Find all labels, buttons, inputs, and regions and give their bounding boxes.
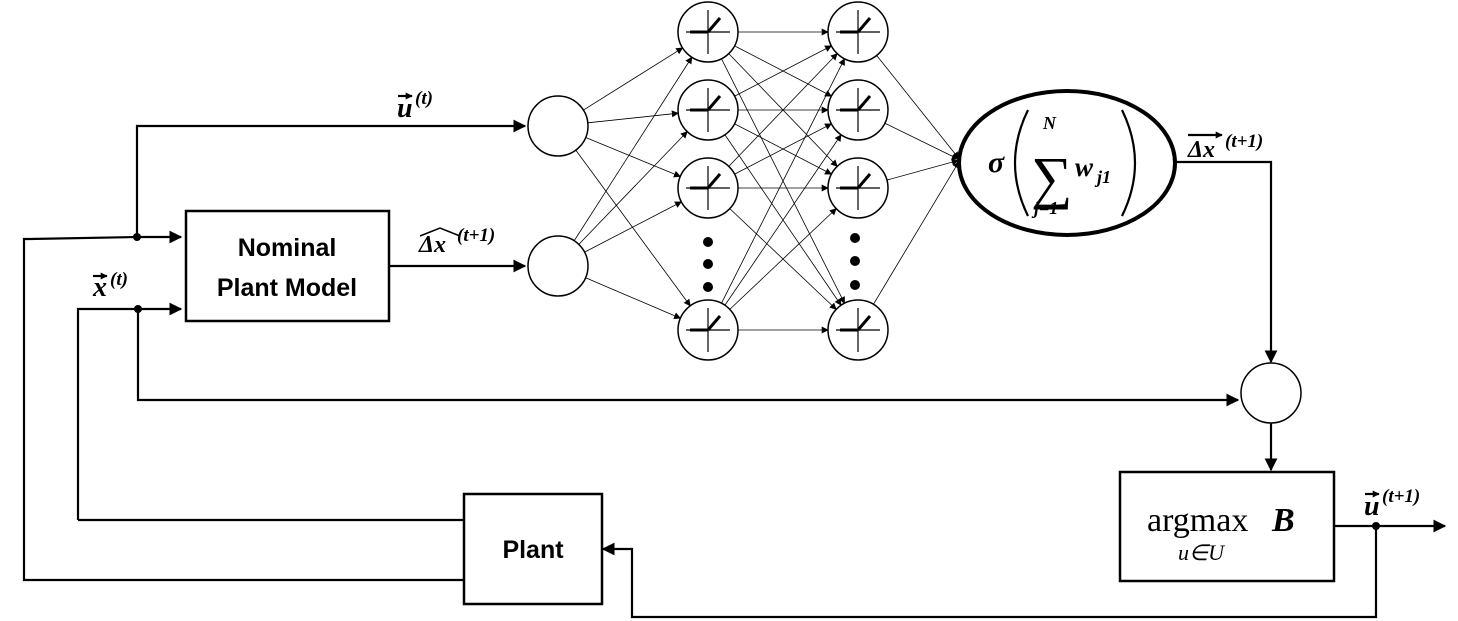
plant-label: Plant bbox=[502, 536, 564, 564]
edge-h22-out bbox=[886, 158, 959, 181]
edge-in0-h11 bbox=[587, 110, 679, 124]
relu-icon bbox=[686, 166, 730, 210]
left-paren bbox=[1014, 109, 1029, 217]
network-connections bbox=[573, 28, 960, 334]
x-t-superscript: (t) bbox=[110, 269, 128, 290]
edge-h21-out bbox=[884, 122, 959, 160]
relu-icon bbox=[836, 88, 880, 132]
u-t1-superscript: (t+1) bbox=[1382, 486, 1420, 507]
label-dx-vec: Δx (t+1) bbox=[1187, 131, 1263, 163]
sum-lower-limit: j=1 bbox=[1031, 198, 1058, 218]
nominal-label-line1: Nominal bbox=[238, 234, 337, 262]
x-t-symbol: x bbox=[92, 272, 107, 303]
edge-in1-h13 bbox=[585, 277, 682, 319]
relu-icon bbox=[686, 88, 730, 132]
relu-icon bbox=[836, 308, 880, 352]
argmax-b-symbol: B bbox=[1271, 502, 1295, 539]
state-feed-line bbox=[29, 235, 138, 241]
layer1-ellipsis bbox=[703, 237, 713, 292]
edge-h13-h21 bbox=[724, 134, 842, 306]
sum-symbol: ∑ bbox=[1031, 145, 1072, 210]
input-node-1 bbox=[527, 95, 589, 157]
argmax-label: argmax bbox=[1147, 502, 1248, 539]
relu-icon bbox=[836, 166, 880, 210]
junction-dot-1 bbox=[133, 233, 141, 241]
edge-h20-out bbox=[876, 55, 960, 159]
dx-vec-symbol: Δx bbox=[1187, 137, 1215, 163]
edge-h11-h20 bbox=[734, 45, 833, 97]
wiring bbox=[22, 119, 1447, 619]
u-t-line bbox=[135, 119, 527, 237]
sum-upper-limit: N bbox=[1042, 113, 1057, 133]
argmax-block: argmax B u∈U bbox=[1118, 470, 1336, 583]
u-t-superscript: (t) bbox=[415, 88, 433, 109]
right-paren bbox=[1121, 109, 1136, 217]
label-x-t: x (t) bbox=[92, 269, 128, 303]
x-t-line bbox=[76, 302, 183, 520]
dx-hat-symbol: Δx bbox=[418, 232, 446, 258]
weight-subscript: j1 bbox=[1094, 167, 1111, 187]
argmax-subscript: u∈U bbox=[1178, 540, 1226, 565]
nominal-plant-model-block: Nominal Plant Model bbox=[184, 209, 391, 323]
input-node-2 bbox=[527, 235, 589, 297]
u-t1-symbol: u bbox=[1364, 491, 1380, 522]
hat-mark bbox=[419, 227, 461, 237]
edge-h12-h21 bbox=[734, 123, 833, 175]
edge-in1-h12 bbox=[584, 201, 683, 253]
relu-icon bbox=[686, 308, 730, 352]
label-dx-hat: Δx (t+1) bbox=[418, 225, 495, 258]
edge-h13-h22 bbox=[729, 208, 837, 310]
network-nodes bbox=[527, 1, 889, 361]
edge-in0-h13 bbox=[575, 149, 691, 307]
relu-icon bbox=[836, 10, 880, 54]
sum-node bbox=[1240, 362, 1302, 424]
edge-in0-h10 bbox=[583, 47, 684, 111]
dx-vec-line bbox=[1176, 160, 1278, 364]
label-u-t: u (t) bbox=[397, 88, 433, 124]
plant-outer-line bbox=[22, 237, 463, 582]
edge-in1-h11 bbox=[578, 131, 688, 245]
edge-in0-h12 bbox=[585, 137, 681, 178]
u-t-symbol: u bbox=[397, 93, 413, 124]
edge-h23-out bbox=[873, 161, 960, 305]
feedback-line bbox=[601, 526, 1378, 619]
dx-vec-superscript: (t+1) bbox=[1225, 131, 1263, 152]
x-to-sum-line bbox=[136, 309, 1240, 407]
label-u-t1: u (t+1) bbox=[1364, 486, 1420, 522]
relu-icon bbox=[686, 10, 730, 54]
plant-block: Plant bbox=[462, 492, 604, 606]
nominal-label-line2: Plant Model bbox=[217, 274, 357, 302]
edge-in1-h10 bbox=[573, 56, 693, 241]
weight-symbol: w bbox=[1075, 152, 1094, 182]
edge-h13-h20 bbox=[721, 58, 845, 304]
output-sigma-node: σ ∑ N j=1 w j1 bbox=[957, 89, 1177, 237]
sigma-symbol: σ bbox=[988, 146, 1005, 179]
layer2-ellipsis bbox=[850, 233, 860, 290]
edge-h12-h20 bbox=[728, 53, 838, 167]
dx-hat-superscript: (t+1) bbox=[457, 225, 495, 246]
